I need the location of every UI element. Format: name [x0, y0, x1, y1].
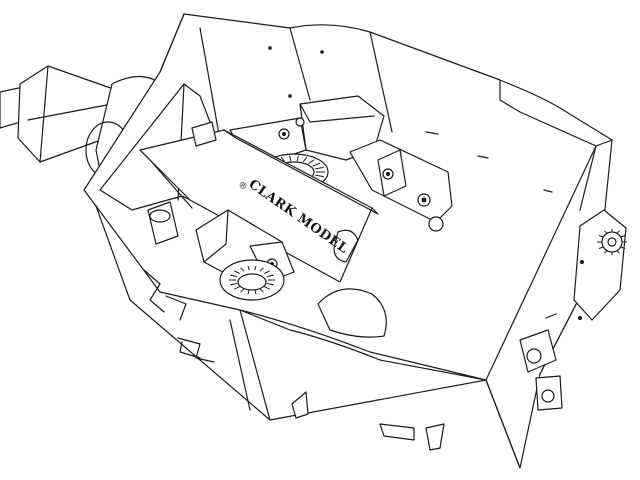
- gear-tooth: [598, 246, 604, 249]
- gear-tooth: [598, 235, 604, 238]
- gear-tooth: [230, 274, 238, 278]
- gear-tooth: [620, 246, 626, 249]
- gear-tooth: [312, 162, 321, 167]
- gear-tooth: [254, 289, 257, 295]
- floor-cutout: [317, 288, 387, 338]
- gear-tooth: [296, 155, 299, 162]
- gear-tooth: [266, 282, 274, 286]
- gear-tooth: [240, 288, 245, 293]
- left-pins: [147, 121, 217, 245]
- gear-tooth: [247, 265, 250, 271]
- gear-tooth: [240, 267, 245, 272]
- left-clips: [143, 269, 215, 363]
- right-mechanism: [519, 209, 627, 411]
- gear-tooth: [289, 155, 292, 162]
- gear-tooth: [315, 166, 324, 170]
- gear-tooth: [620, 235, 626, 238]
- lower-gear: [219, 259, 285, 301]
- gear-tooth: [266, 274, 274, 278]
- gear-tooth: [315, 174, 324, 178]
- gear-tooth: [259, 288, 264, 293]
- gear-tooth: [230, 282, 238, 286]
- gear-tooth: [247, 289, 250, 295]
- gear-tooth: [259, 267, 264, 272]
- gear-tooth: [254, 265, 257, 271]
- gear-tooth: [264, 270, 270, 275]
- gear-tooth: [308, 159, 315, 165]
- right-arm: [349, 139, 453, 232]
- gear-tooth: [264, 285, 270, 290]
- gear-tooth: [234, 270, 240, 275]
- gear-tooth: [234, 285, 240, 290]
- gear-tooth: [302, 156, 308, 163]
- bottom-tabs: [291, 391, 445, 451]
- registered-mark: ®: [236, 180, 250, 194]
